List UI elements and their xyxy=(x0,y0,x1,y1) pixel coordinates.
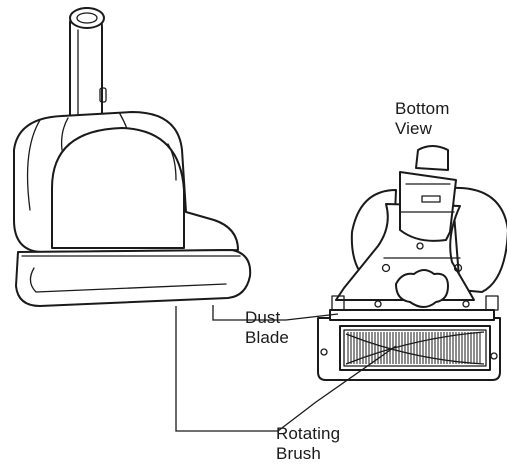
rotating-brush-label-line2: Brush xyxy=(276,444,321,463)
underside-detail xyxy=(374,242,470,308)
right-clip xyxy=(485,295,499,311)
right-roller xyxy=(451,186,507,293)
dust-blade-label: Dust Blade xyxy=(245,308,289,348)
power-nozzle-bottom-view xyxy=(317,145,507,381)
dust-blade-edge xyxy=(329,309,495,321)
left-clip xyxy=(331,295,345,311)
bottom-view-label-line2: View xyxy=(395,119,432,138)
rotating-brush-label-line1: Rotating xyxy=(276,424,341,443)
bottom-view-label: Bottom View xyxy=(395,99,449,139)
power-nozzle-side-view xyxy=(13,7,252,307)
rotating-brush-leader xyxy=(175,306,397,432)
motor-hood xyxy=(13,111,239,253)
dust-blade-label-line1: Dust xyxy=(245,308,281,327)
rotating-brush-label: Rotating Brush xyxy=(276,424,340,464)
dust-blade-label-line2: Blade xyxy=(245,328,289,347)
bottom-view-label-line1: Bottom xyxy=(395,99,450,118)
wand-bracket xyxy=(399,145,457,242)
wand-tube xyxy=(69,7,107,129)
brush-helix xyxy=(345,333,485,365)
nozzle-base xyxy=(15,249,252,307)
dust-blade-leader xyxy=(212,305,339,321)
